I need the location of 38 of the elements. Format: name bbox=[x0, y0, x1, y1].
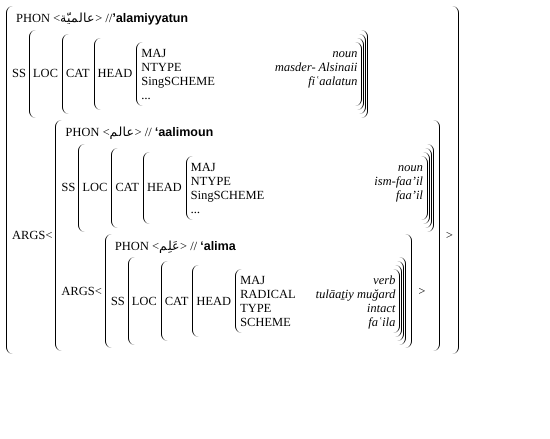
feature-name: SingSCHEME bbox=[141, 74, 215, 88]
feature-name: HEAD bbox=[98, 65, 132, 82]
feature-name: CAT bbox=[66, 65, 90, 82]
feature-name: CAT bbox=[115, 179, 139, 196]
feature-value: faʿila bbox=[367, 315, 396, 330]
feature-name: HEAD bbox=[146, 179, 182, 196]
feature-name: LOC bbox=[82, 179, 108, 196]
list-close-bracket: > bbox=[417, 282, 426, 300]
feature-name: SCHEME bbox=[240, 315, 292, 330]
feature-value: faa’il bbox=[396, 188, 423, 202]
feature-value: verb bbox=[372, 273, 396, 288]
feature-value: masder- Alsinaii bbox=[274, 60, 358, 74]
feature-value: intact bbox=[366, 301, 396, 316]
feature-name: MAJ bbox=[141, 46, 168, 60]
feature-name: ARGS< bbox=[61, 282, 102, 300]
feature-name: SS bbox=[12, 65, 26, 82]
feature-name: LOC bbox=[32, 65, 58, 82]
feature-value: ism-faa’il bbox=[374, 174, 423, 188]
feature-name: RADICAL bbox=[240, 287, 296, 302]
list-close-bracket: > bbox=[444, 227, 453, 244]
feature-name: NTYPE bbox=[190, 174, 232, 188]
feature-name: ... bbox=[141, 88, 151, 102]
feature-name: NTYPE bbox=[141, 60, 183, 74]
feature-name: LOC bbox=[132, 292, 157, 310]
feature-value: fiʿaalatun bbox=[307, 74, 358, 88]
feature-name: ARGS< bbox=[12, 227, 52, 244]
feature-name: SS bbox=[61, 179, 76, 196]
feature-name: CAT bbox=[164, 292, 188, 310]
feature-name: MAJ bbox=[240, 273, 266, 288]
feature-name: MAJ bbox=[190, 160, 217, 174]
feature-value: noun bbox=[396, 160, 423, 174]
feature-value: noun bbox=[331, 46, 358, 60]
feature-name: SingSCHEME bbox=[190, 188, 264, 202]
feature-name: TYPE bbox=[240, 301, 272, 316]
feature-name: HEAD bbox=[196, 292, 232, 310]
feature-value: tulāaṯiy muǧard bbox=[316, 287, 396, 302]
feature-name: ... bbox=[190, 202, 200, 216]
feature-name: SS bbox=[110, 292, 125, 310]
